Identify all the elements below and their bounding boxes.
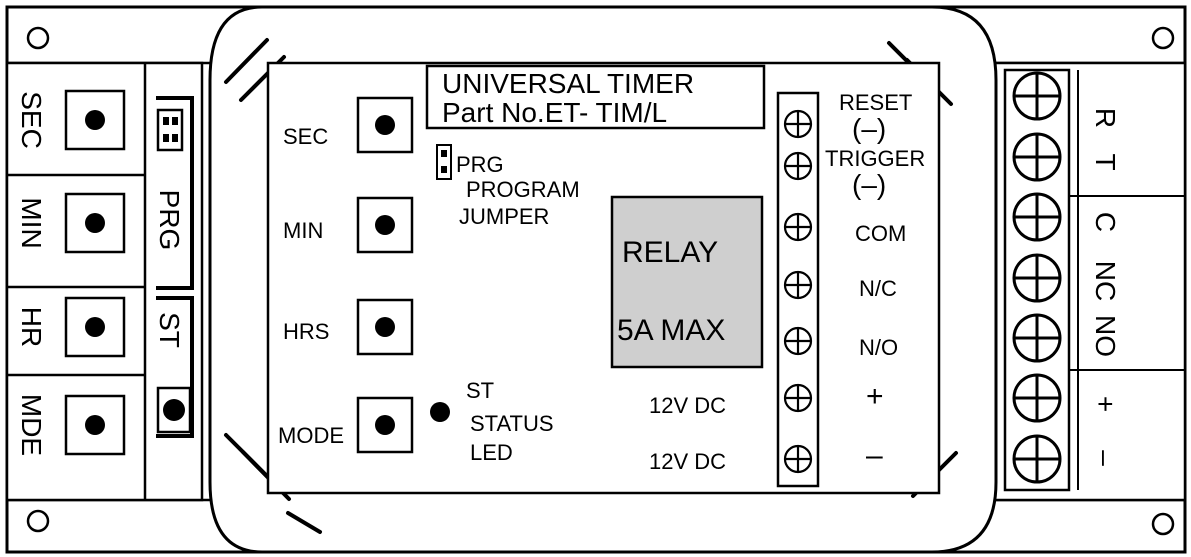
face-button-hrs[interactable] [356, 298, 414, 356]
face-label-min: MIN [283, 218, 323, 243]
right-label-minus: – [1090, 450, 1121, 466]
terminal-label-nc: N/C [859, 276, 897, 301]
title-line-1: UNIVERSAL TIMER [442, 68, 694, 99]
led-label-led: LED [470, 440, 513, 465]
left-label-st: ST [154, 312, 185, 348]
terminal-label-trigger: TRIGGER [825, 146, 925, 171]
jumper-label-jumper: JUMPER [459, 204, 549, 229]
right-label-r: R [1090, 108, 1121, 128]
right-terminal-screw-5[interactable] [1012, 313, 1062, 363]
mounting-hole-top-right [1151, 26, 1175, 50]
led-label-status: STATUS [470, 411, 554, 436]
right-label-c: C [1090, 212, 1121, 232]
right-screw-strip [1012, 71, 1062, 484]
mounting-hole-bottom-left [26, 509, 50, 533]
terminal-label-reset: RESET [839, 90, 912, 115]
left-st-bracket [156, 296, 194, 438]
right-terminal-screw-6[interactable] [1012, 373, 1062, 423]
led-label-st: ST [466, 378, 494, 403]
face-terminal-screw-2[interactable] [783, 151, 813, 181]
supply-label-1: 12V DC [649, 393, 726, 418]
relay-block [610, 195, 764, 369]
right-terminal-screw-3[interactable] [1012, 192, 1062, 242]
terminal-label-no: N/O [859, 335, 898, 360]
face-terminal-screw-5[interactable] [783, 326, 813, 356]
right-label-t: T [1090, 153, 1121, 170]
left-label-sec: SEC [16, 91, 47, 149]
terminal-label-trigger-neg: (–) [852, 169, 886, 200]
face-label-mode: MODE [278, 423, 344, 448]
right-terminal-screw-2[interactable] [1012, 132, 1062, 182]
right-terminal-screw-7[interactable] [1012, 434, 1062, 484]
face-terminal-screws [783, 109, 813, 474]
left-button-mde[interactable] [64, 394, 126, 456]
jumper-label-prg: PRG [456, 152, 504, 177]
left-label-hr: HR [16, 307, 47, 347]
jumper-label-program: PROGRAM [466, 177, 580, 202]
face-label-hrs: HRS [283, 319, 329, 344]
terminal-label-com: COM [855, 221, 906, 246]
left-label-prg: PRG [154, 190, 185, 251]
left-button-sec[interactable] [64, 89, 126, 151]
right-terminal-screw-1[interactable] [1012, 71, 1062, 121]
right-label-plus: + [1090, 396, 1121, 412]
left-button-min[interactable] [64, 192, 126, 254]
left-st-led [156, 386, 192, 434]
left-label-min: MIN [16, 197, 47, 248]
face-button-min[interactable] [356, 196, 414, 254]
terminal-label-minus: – [866, 439, 883, 472]
relay-label: RELAY [622, 236, 718, 269]
right-terminal-screw-4[interactable] [1012, 253, 1062, 303]
face-terminal-screw-6[interactable] [783, 383, 813, 413]
terminal-label-plus: + [866, 380, 884, 413]
title-box [425, 64, 766, 130]
program-jumper[interactable] [436, 144, 452, 180]
status-led [430, 402, 450, 422]
face-terminal-screw-4[interactable] [783, 270, 813, 300]
terminal-label-reset-neg: (–) [852, 113, 886, 144]
mounting-hole-bottom-right [1151, 512, 1175, 536]
face-terminal-screw-1[interactable] [783, 109, 813, 139]
left-label-mde: MDE [16, 394, 47, 456]
right-label-nc: NC [1090, 261, 1121, 301]
face-terminal-screw-7[interactable] [783, 444, 813, 474]
face-terminal-screw-3[interactable] [783, 212, 813, 242]
supply-label-2: 12V DC [649, 449, 726, 474]
title-line-2: Part No.ET- TIM/L [442, 97, 667, 128]
face-button-mode[interactable] [356, 396, 414, 454]
face-button-sec[interactable] [356, 96, 414, 154]
mounting-hole-top-left [26, 26, 50, 50]
left-prg-jumper[interactable] [156, 96, 194, 290]
left-button-hr[interactable] [64, 296, 126, 358]
left-panel: SEC MIN HR MDE PRG ST [5, 61, 204, 502]
relay-rating: 5A MAX [617, 314, 725, 347]
face-label-sec: SEC [283, 124, 328, 149]
right-label-no: NO [1090, 315, 1121, 357]
